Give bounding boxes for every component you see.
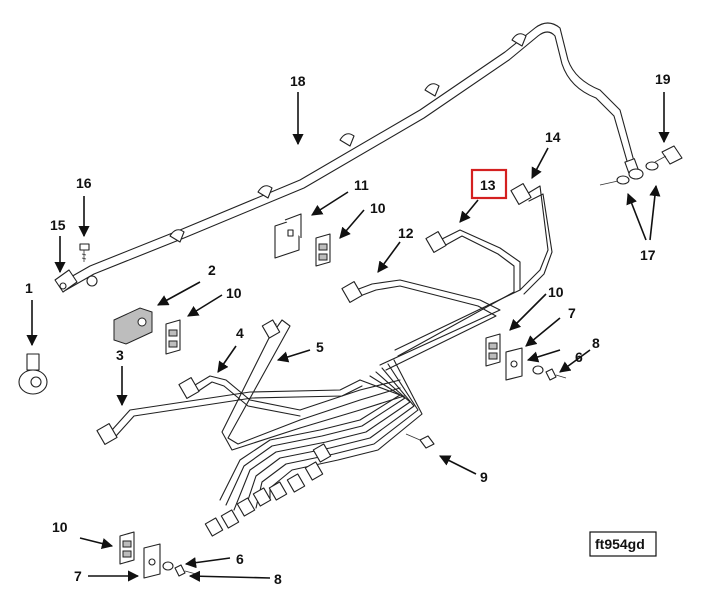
line-12-nut — [341, 281, 363, 303]
plate-7-right — [505, 347, 523, 381]
callout-9: 9 — [480, 469, 488, 485]
banjo-bolt — [654, 145, 683, 165]
reference-code: ft954gd — [595, 536, 645, 552]
sealing-washers — [599, 161, 659, 186]
callout-13: 13 — [480, 177, 496, 193]
callout-4: 4 — [236, 325, 244, 341]
reference-code-box — [589, 531, 657, 557]
callout-7-lower: 7 — [74, 568, 82, 584]
washer-6-right — [532, 365, 544, 375]
callout-6-right: 6 — [575, 349, 583, 365]
callout-5: 5 — [316, 339, 324, 355]
callout-10-upper: 10 — [370, 200, 386, 216]
clamp-10-upper — [315, 233, 331, 267]
leader-arrows — [26, 92, 670, 582]
callout-7-right: 7 — [568, 305, 576, 321]
clip-screw — [79, 243, 90, 262]
callout-8-right: 8 — [592, 335, 600, 351]
callout-8-lower: 8 — [274, 571, 282, 587]
callout-15: 15 — [50, 217, 66, 233]
callout-13-highlight-box — [470, 168, 508, 200]
callout-10-left: 10 — [226, 285, 242, 301]
callout-16: 16 — [76, 175, 92, 191]
callout-3: 3 — [116, 347, 124, 363]
washer-6-lower — [162, 561, 174, 571]
injection-lines — [111, 185, 553, 537]
callout-17: 17 — [640, 247, 656, 263]
callout-6-lower: 6 — [236, 551, 244, 567]
clamp-10-left — [165, 319, 181, 355]
line-13-nut — [425, 231, 447, 253]
callout-10-right: 10 — [548, 284, 564, 300]
line-5-nut — [261, 319, 281, 339]
bracket-11 — [274, 213, 302, 259]
plate-7-lower — [143, 543, 161, 579]
return-line-clip — [54, 269, 98, 293]
callout-18: 18 — [290, 73, 306, 89]
bolt-9 — [405, 433, 435, 449]
callout-11: 11 — [354, 177, 369, 193]
line-3-nut — [96, 423, 118, 445]
clamp-10-lower — [119, 531, 135, 565]
bolt-8-right — [545, 368, 567, 381]
line-14-nut — [510, 183, 532, 205]
callout-2: 2 — [208, 262, 216, 278]
clamp-10-right — [485, 333, 501, 367]
bracket-2 — [113, 307, 153, 345]
callout-1: 1 — [25, 280, 33, 296]
callout-12: 12 — [398, 225, 414, 241]
banjo-fitting — [18, 353, 48, 395]
line-4-nut — [178, 377, 200, 399]
callout-10-lower: 10 — [52, 519, 68, 535]
bolt-8-lower — [174, 564, 197, 577]
callout-19: 19 — [655, 71, 671, 87]
callout-14: 14 — [545, 129, 561, 145]
fuel-return-line — [61, 22, 640, 291]
